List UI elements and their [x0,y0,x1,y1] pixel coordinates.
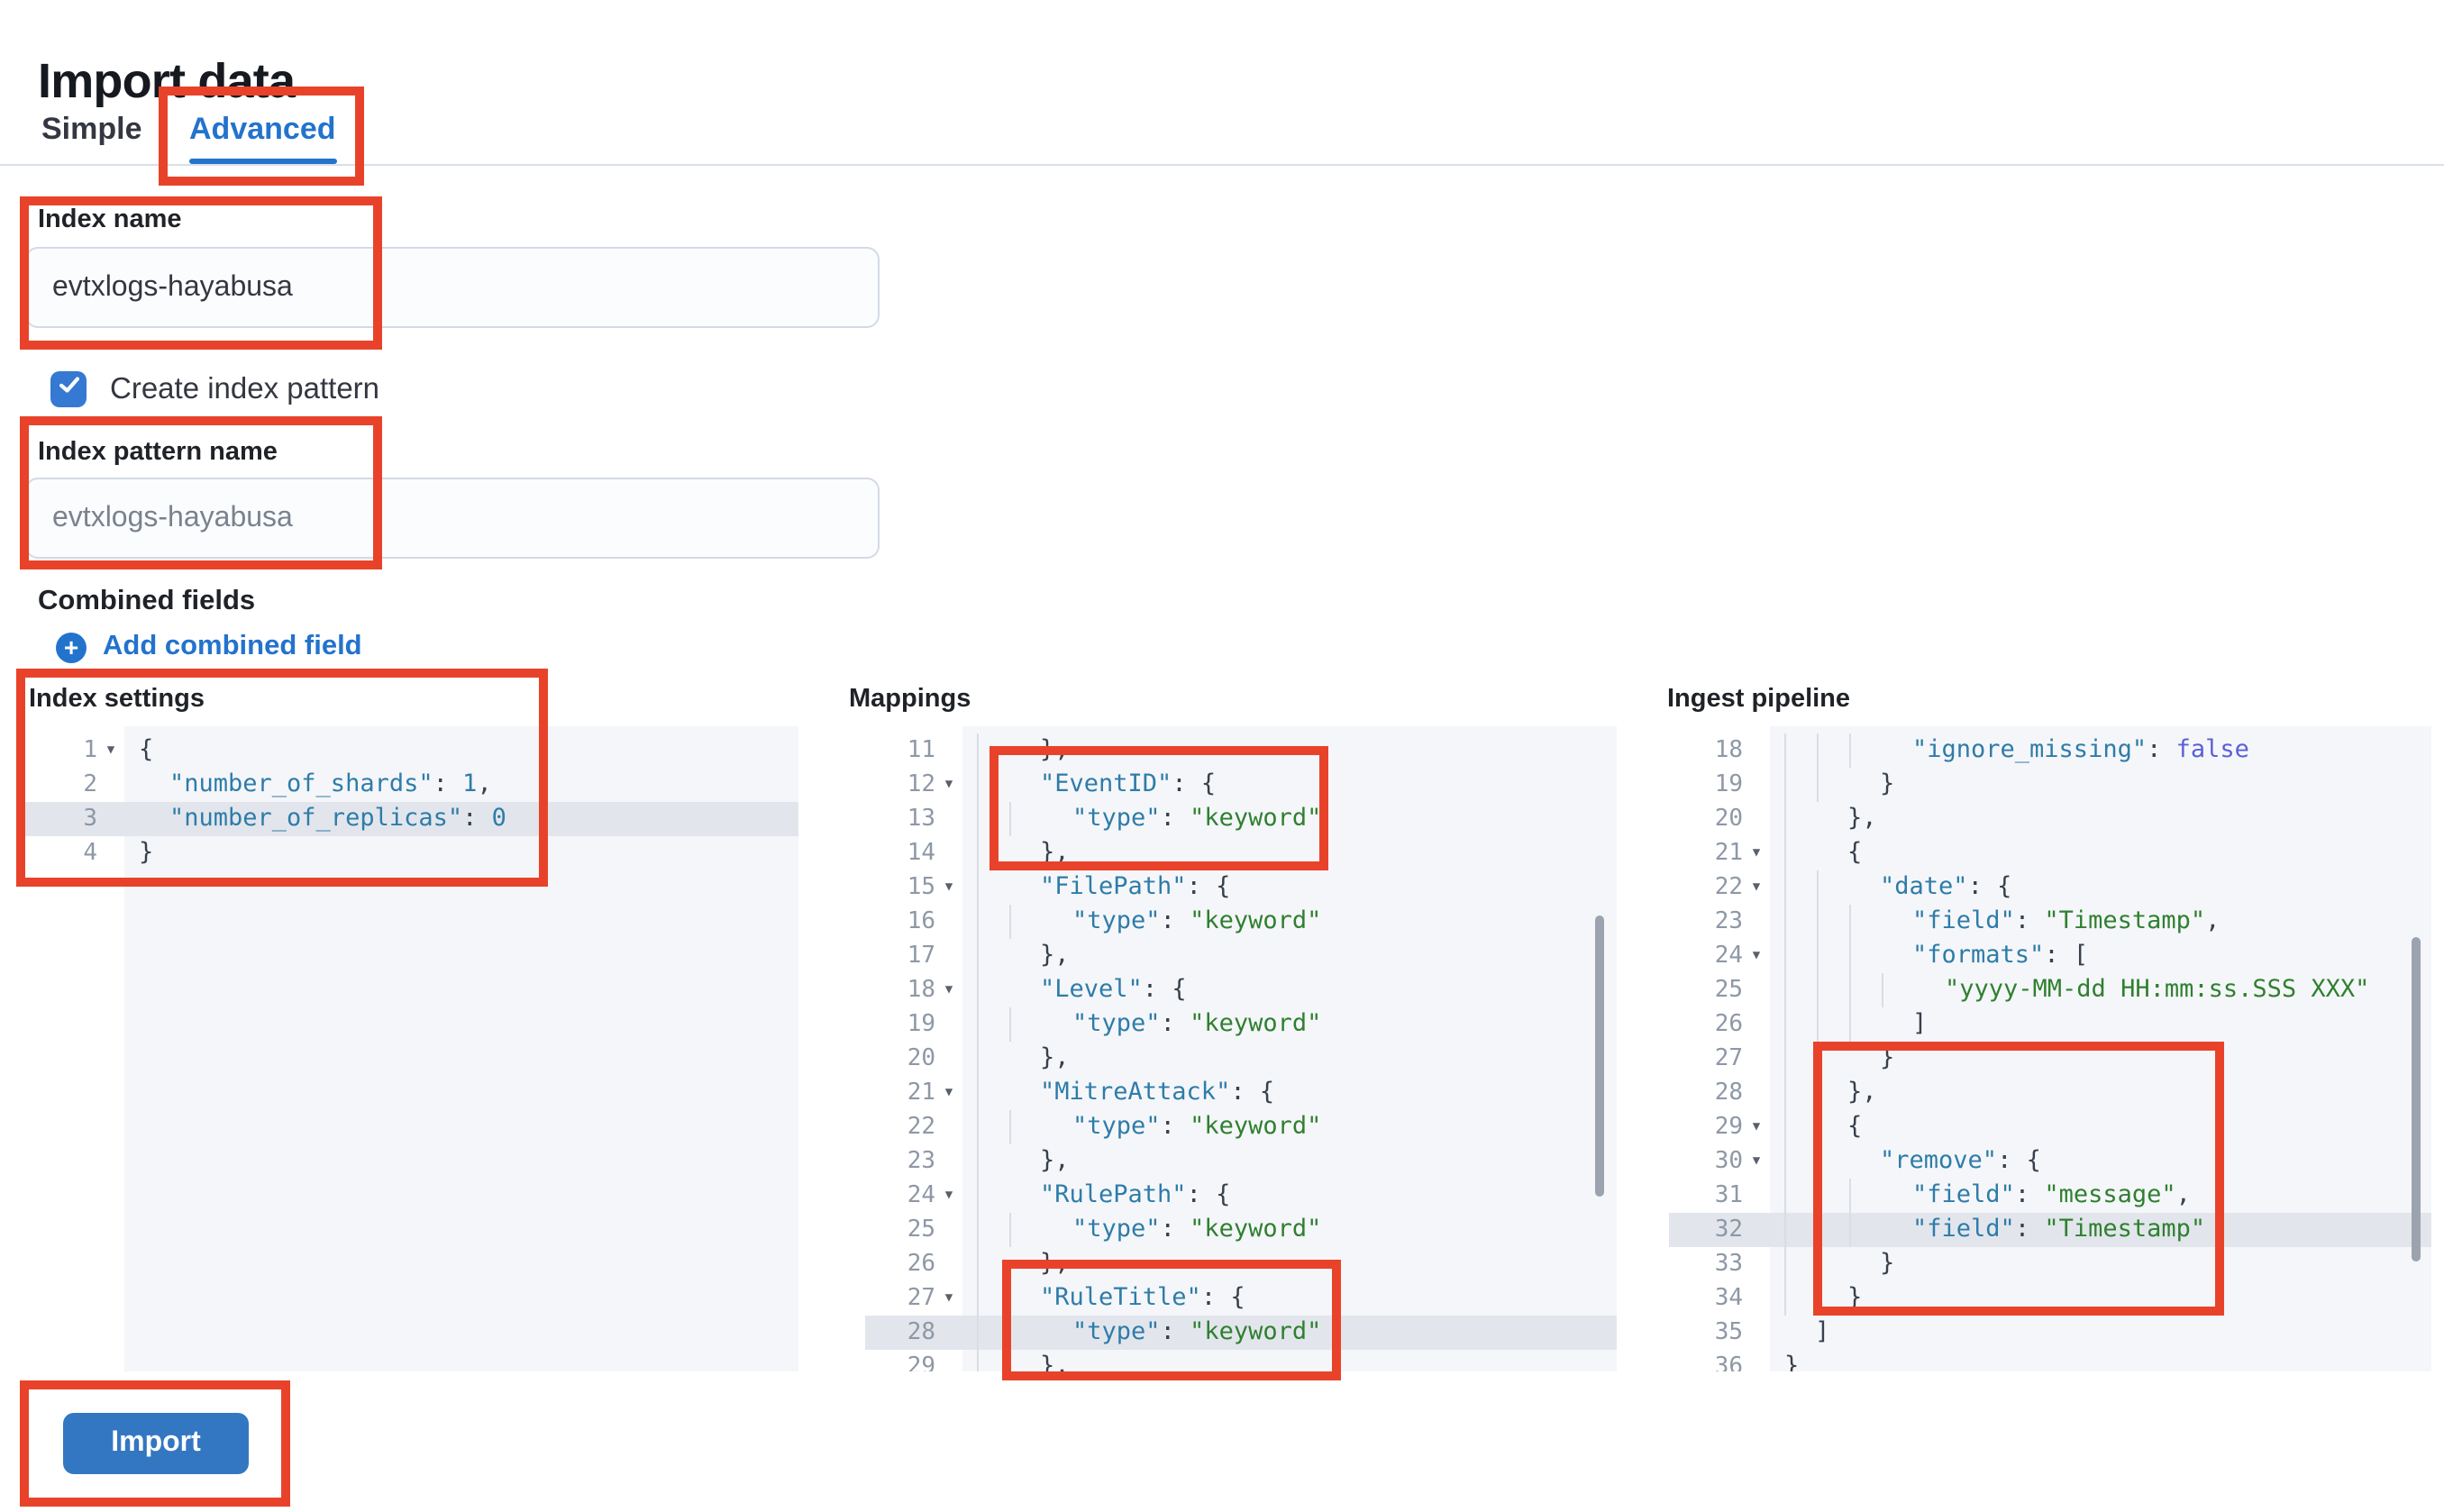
create-index-pattern-row: Create index pattern [50,371,379,407]
fold-arrow-icon[interactable]: ▼ [944,879,953,894]
active-tab-underline [189,159,337,164]
create-index-pattern-label: Create index pattern [110,372,380,405]
import-button[interactable]: Import [63,1413,249,1474]
fold-arrow-icon[interactable]: ▼ [106,742,115,757]
fold-arrow-icon[interactable]: ▼ [1752,1153,1761,1168]
code-line[interactable]: 30▼"remove": { [1669,1144,2431,1179]
index-settings-editor[interactable]: 1▼{2"number_of_shards": 1, 3"number_of_re… [25,726,798,1371]
index-name-label: Index name [38,205,182,234]
fold-arrow-icon[interactable]: ▼ [944,1188,953,1202]
code-line[interactable]: 19"type": "keyword" [865,1007,1617,1042]
code-line[interactable]: 29▼{ [1669,1110,2431,1144]
code-line[interactable]: 35] [1714,1317,1830,1346]
index-pattern-name-label: Index pattern name [38,438,278,467]
code-line[interactable]: 15▼"FilePath": { [865,870,1617,905]
fold-arrow-icon[interactable]: ▼ [1752,879,1761,894]
code-line[interactable]: 23"field": "Timestamp", [1669,905,2431,939]
plus-circle-icon: + [56,632,87,662]
fold-arrow-icon[interactable]: ▼ [944,777,953,791]
code-line[interactable]: 33} [1669,1247,2431,1281]
mappings-label: Mappings [849,685,971,714]
page-title: Import data [38,54,296,109]
fold-arrow-icon[interactable]: ▼ [944,982,953,997]
ingest-pipeline-label: Ingest pipeline [1667,685,1851,714]
code-line[interactable]: 24▼"RulePath": { [865,1179,1617,1213]
add-combined-field-link[interactable]: + Add combined field [56,631,362,663]
code-line[interactable]: 27} [1669,1042,2431,1076]
code-line[interactable]: 12▼"EventID": { [865,768,1617,802]
code-line[interactable]: 19} [1669,768,2431,802]
tabs-divider [0,164,2444,166]
fold-arrow-icon[interactable]: ▼ [1752,845,1761,860]
code-line[interactable]: 3"number_of_replicas": 0 [25,802,798,836]
checkmark-icon [57,373,80,405]
editor-gutter [865,726,962,1371]
code-line[interactable]: 4} [83,838,154,867]
create-index-pattern-checkbox[interactable] [50,371,87,407]
ingest-pipeline-scrollbar[interactable] [2412,937,2421,1262]
code-line[interactable]: 31"field": "message", [1669,1179,2431,1213]
code-line[interactable]: 1▼{ [25,733,798,768]
index-name-input[interactable] [25,247,880,328]
code-line[interactable]: 16"type": "keyword" [865,905,1617,939]
code-line[interactable]: 36} [1714,1352,1800,1371]
code-line[interactable]: 24▼"formats": [ [1669,939,2431,973]
fold-arrow-icon[interactable]: ▼ [944,1085,953,1099]
mappings-editor[interactable]: 11},12▼"EventID": {13"type": "keyword"14… [865,726,1617,1371]
fold-arrow-icon[interactable]: ▼ [1752,1119,1761,1134]
code-line[interactable]: 34} [1669,1281,2431,1316]
index-pattern-name-input[interactable] [25,478,880,559]
mappings-scrollbar[interactable] [1595,915,1604,1197]
index-settings-label: Index settings [29,685,205,714]
code-line[interactable]: 28"type": "keyword" [865,1316,1617,1350]
code-line[interactable]: 18▼"Level": { [865,973,1617,1007]
code-line[interactable]: 20}, [1669,802,2431,836]
code-line[interactable]: 18"ignore_missing": false [1669,733,2431,768]
code-line[interactable]: 21▼{ [1669,836,2431,870]
tab-advanced[interactable]: Advanced [189,112,336,146]
code-line[interactable]: 29}, [865,1350,1617,1371]
code-line[interactable]: 25"yyyy-MM-dd HH:mm:ss.SSS XXX" [1669,973,2431,1007]
fold-arrow-icon[interactable]: ▼ [944,1290,953,1305]
code-line[interactable]: 17}, [865,939,1617,973]
code-line[interactable]: 26}, [865,1247,1617,1281]
code-line[interactable]: 11}, [865,733,1617,768]
code-line[interactable]: 20}, [865,1042,1617,1076]
editor-gutter [1669,726,1770,1371]
code-line[interactable]: 13"type": "keyword" [865,802,1617,836]
code-line[interactable]: 2"number_of_shards": 1, [83,770,492,798]
code-line[interactable]: 25"type": "keyword" [865,1213,1617,1247]
code-line[interactable]: 26] [1669,1007,2431,1042]
add-combined-field-label: Add combined field [103,631,362,661]
code-line[interactable]: 27▼"RuleTitle": { [865,1281,1617,1316]
code-line[interactable]: 22"type": "keyword" [865,1110,1617,1144]
code-line[interactable]: 21▼"MitreAttack": { [865,1076,1617,1110]
code-line[interactable]: 23}, [865,1144,1617,1179]
code-line[interactable]: 32"field": "Timestamp" [1669,1213,2431,1247]
fold-arrow-icon[interactable]: ▼ [1752,948,1761,962]
code-line[interactable]: 22▼"date": { [1669,870,2431,905]
code-line[interactable]: 14}, [865,836,1617,870]
tab-simple[interactable]: Simple [41,112,142,146]
code-line[interactable]: 28}, [1669,1076,2431,1110]
combined-fields-heading: Combined fields [38,586,256,616]
